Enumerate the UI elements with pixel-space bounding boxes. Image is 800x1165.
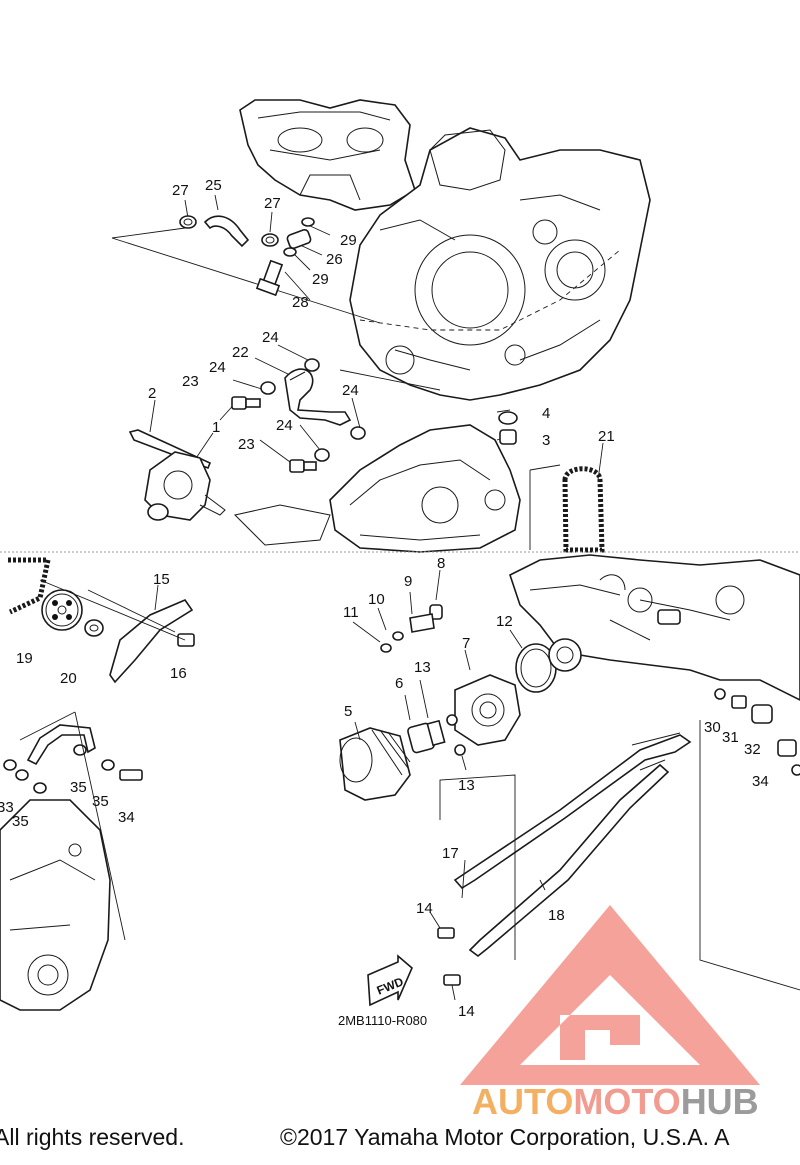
callout-16: 16 [170,665,187,682]
callout-30: 30 [704,719,721,736]
part-27-seal-ring-left [179,215,197,229]
part-26-fitting [286,228,312,250]
callout-12: 12 [496,613,513,630]
callout-13a: 13 [414,659,431,676]
callout-24c: 24 [276,417,293,434]
footer-copyright-text: ©2017 Yamaha Motor Corporation, U.S.A. A [280,1124,730,1150]
diagram-reference-code: 2MB1110-R080 [338,1013,427,1028]
callout-1: 1 [212,419,220,436]
callout-25: 25 [205,177,222,194]
part-13-o-rings [446,714,466,756]
part-23-bolts [231,396,317,473]
callout-15: 15 [153,571,170,588]
callout-35c: 35 [12,813,29,830]
part-8-12-relief-parts [380,604,557,693]
callout-8: 8 [437,555,445,572]
part-21-chain-upper [562,466,605,553]
watermark-brand-auto: AUTO [472,1081,573,1122]
part-5-oil-filter [339,727,411,801]
callout-19: 19 [16,650,33,667]
callout-34b: 34 [752,773,769,790]
crankcase-upper-drawing [349,127,651,401]
callout-6: 6 [395,675,403,692]
callout-2: 2 [148,385,156,402]
part-15-chain-guide [109,599,194,684]
callout-5: 5 [344,703,352,720]
part-20-nut [84,619,104,637]
callout-18: 18 [548,907,565,924]
callout-35b: 35 [92,793,109,810]
part-17-18-oil-lines [453,732,692,958]
part-16-bolt [177,633,195,647]
callout-24a: 24 [262,329,279,346]
part-19-sprocket [41,589,83,631]
part-3-4-plug-washer [498,411,518,445]
callout-32: 32 [744,741,761,758]
callout-23b: 23 [238,436,255,453]
part-7-filter-housing [454,674,521,746]
watermark-brand-moto: MOTO [573,1081,680,1122]
callout-9: 9 [404,573,412,590]
callout-28: 28 [292,294,309,311]
callout-21: 21 [598,428,615,445]
callout-27a: 27 [172,182,189,199]
callout-31: 31 [722,729,739,746]
callout-13b: 13 [458,777,475,794]
callout-26: 26 [326,251,343,268]
callout-20: 20 [60,670,77,687]
part-28-bolt [255,259,284,297]
callout-numbers: 1 2 3 4 5 6 7 8 9 10 11 12 13 13 14 14 1… [0,177,769,1020]
left-oil-pipe [3,724,143,794]
callout-22: 22 [232,344,249,361]
callout-14b: 14 [458,1003,475,1020]
callout-24d: 24 [342,382,359,399]
callout-14a: 14 [416,900,433,917]
callout-10: 10 [368,591,385,608]
part-14-bolts [437,927,461,986]
footer-rights-text: All rights reserved. [0,1124,185,1150]
callout-35a: 35 [70,779,87,796]
callout-33: 33 [0,799,14,816]
callout-29b: 29 [312,271,329,288]
callout-3: 3 [542,432,550,449]
part-1-oil-pump [144,451,226,521]
part-25-hose [203,215,250,248]
cylinder-head-drawing [239,99,416,211]
part-24-washers [260,358,366,462]
part-6-union-bolt [407,719,446,754]
part-29-o-rings [283,217,315,257]
callout-29a: 29 [340,232,357,249]
watermark-brand-hub: HUB [681,1081,759,1122]
callout-11: 11 [343,604,359,621]
callout-4: 4 [542,405,550,422]
part-30-34-right-plugs [714,688,800,776]
part-27-seal-ring-right [261,233,279,247]
watermark-triangle-logo [460,905,760,1085]
automotohub-watermark: AUTOMOTOHUB [460,905,760,1122]
callout-27b: 27 [264,195,281,212]
forward-direction-arrow: FWD [367,954,413,1007]
callout-34a: 34 [118,809,135,826]
callout-24b: 24 [209,359,226,376]
part-22-oil-pipe [284,368,352,426]
callout-7: 7 [462,635,470,652]
crankcase-lower-drawing [234,424,521,553]
part-21-chain-lower [8,557,52,615]
crankcase-right-drawing [509,554,800,701]
callout-23a: 23 [182,373,199,390]
callout-17: 17 [442,845,459,862]
watermark-brand: AUTOMOTOHUB [472,1081,759,1122]
left-case-cover-drawing [0,799,111,1011]
